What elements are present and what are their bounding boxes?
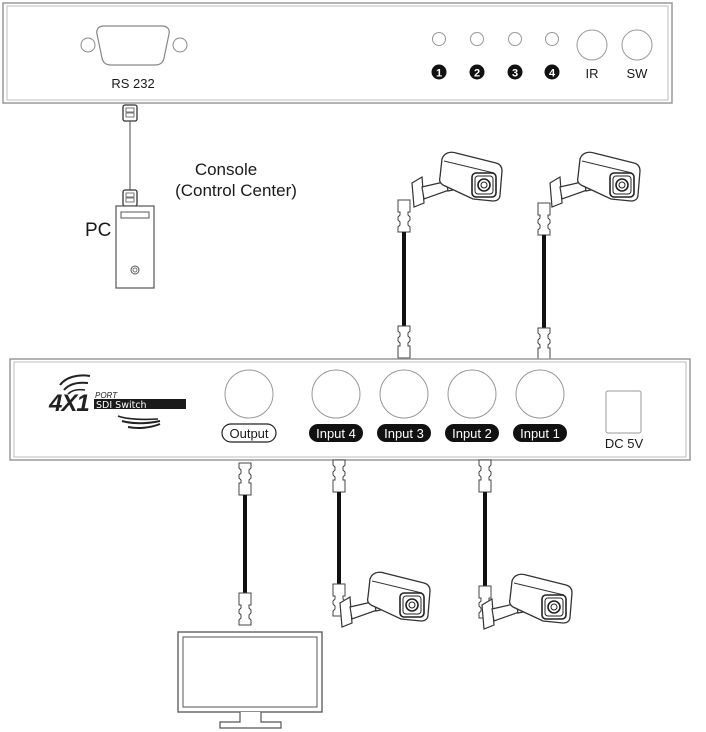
pc-tower-icon — [115, 205, 155, 289]
rs232-cable — [122, 104, 138, 207]
input-1-port[interactable] — [515, 369, 565, 419]
ir-label: IR — [586, 66, 599, 81]
dc-5v-label: DC 5V — [605, 436, 644, 451]
led-4-icon — [545, 32, 559, 46]
logo-product: SDI Switch — [96, 400, 147, 411]
logo-main: 4X1 — [48, 390, 89, 417]
led-number-3: 3 — [512, 68, 518, 80]
input-2-label: Input 2 — [452, 426, 492, 441]
input-2-port[interactable] — [447, 369, 497, 419]
monitor-icon — [177, 631, 323, 729]
console-title: Console — [195, 160, 257, 179]
sw-label: SW — [627, 66, 649, 81]
led-indicators: 1 2 3 4 — [431, 32, 560, 80]
camera-input-4 — [332, 459, 431, 628]
product-logo: 4X1 PORT SDI Switch — [48, 374, 186, 429]
camera-input-3 — [397, 151, 503, 359]
console-subtitle: (Control Center) — [175, 181, 297, 200]
camera-input-2 — [478, 459, 573, 630]
led-2-icon — [470, 32, 484, 46]
led-3-icon — [508, 32, 522, 46]
input-4-port[interactable] — [311, 369, 361, 419]
ir-sensor-icon — [576, 29, 608, 61]
output-label: Output — [229, 426, 268, 441]
led-1-icon — [432, 32, 446, 46]
input-3-label: Input 3 — [384, 426, 424, 441]
logo-port: PORT — [95, 391, 118, 400]
input-1-label: Input 1 — [520, 426, 560, 441]
output-cable — [238, 462, 252, 626]
input-3-port[interactable] — [379, 369, 429, 419]
front-panel: RS 232 1 2 3 4 IR SW — [2, 2, 673, 104]
dc-power-jack[interactable] — [605, 390, 642, 434]
pc-label: PC — [85, 220, 111, 241]
led-number-2: 2 — [474, 68, 480, 80]
led-number-4: 4 — [549, 68, 556, 80]
camera-input-1 — [537, 151, 641, 361]
rs232-port[interactable] — [80, 25, 188, 66]
rs232-label: RS 232 — [111, 76, 154, 91]
switch-button[interactable] — [621, 29, 653, 61]
led-number-1: 1 — [436, 68, 442, 80]
output-port[interactable] — [224, 369, 274, 419]
input-4-label: Input 4 — [316, 426, 356, 441]
rear-panel: 4X1 PORT SDI Switch Output Input 4 Input… — [9, 358, 691, 461]
